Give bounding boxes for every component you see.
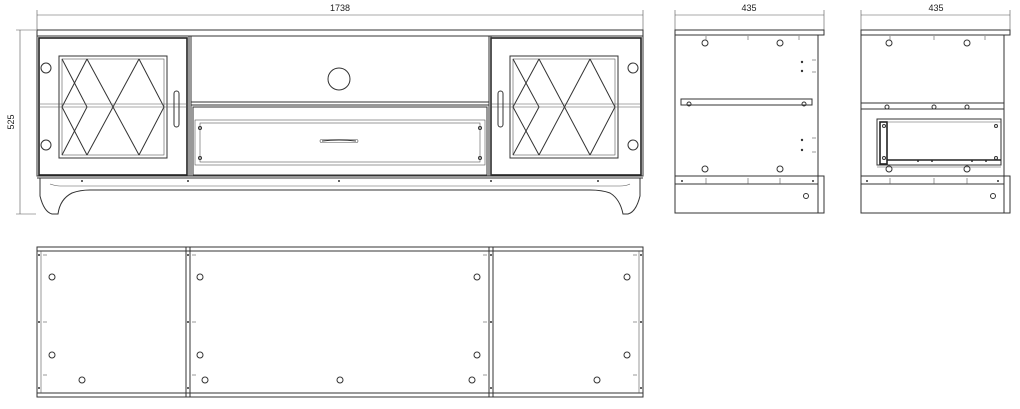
- right-door-handle: [497, 90, 504, 128]
- left-door: [38, 37, 188, 176]
- width-dimension: 1738: [36, 3, 644, 34]
- section-drawer: [876, 118, 1002, 168]
- height-dimension: 525: [6, 29, 36, 215]
- section-depth-dimension: 435: [860, 3, 1011, 32]
- left-door-handle: [173, 90, 180, 128]
- height-label: 525: [6, 114, 16, 129]
- cable-hole: [327, 67, 351, 91]
- carcass: [36, 35, 644, 177]
- drawer: [192, 106, 488, 176]
- right-door: [490, 37, 642, 176]
- side-view: 435: [674, 3, 825, 214]
- side-depth-dimension: 435: [674, 3, 825, 32]
- front-view: 1738 525: [6, 3, 644, 215]
- side-shelf: [680, 98, 813, 106]
- section-depth-label: 435: [928, 3, 943, 13]
- back-view: [36, 246, 644, 398]
- plinth: [39, 178, 641, 215]
- section-view: 435: [860, 3, 1011, 214]
- width-label: 1738: [330, 3, 350, 13]
- side-depth-label: 435: [741, 3, 756, 13]
- top-board: [36, 29, 644, 37]
- drawer-handle: [321, 139, 357, 142]
- center-shelf: [188, 36, 492, 176]
